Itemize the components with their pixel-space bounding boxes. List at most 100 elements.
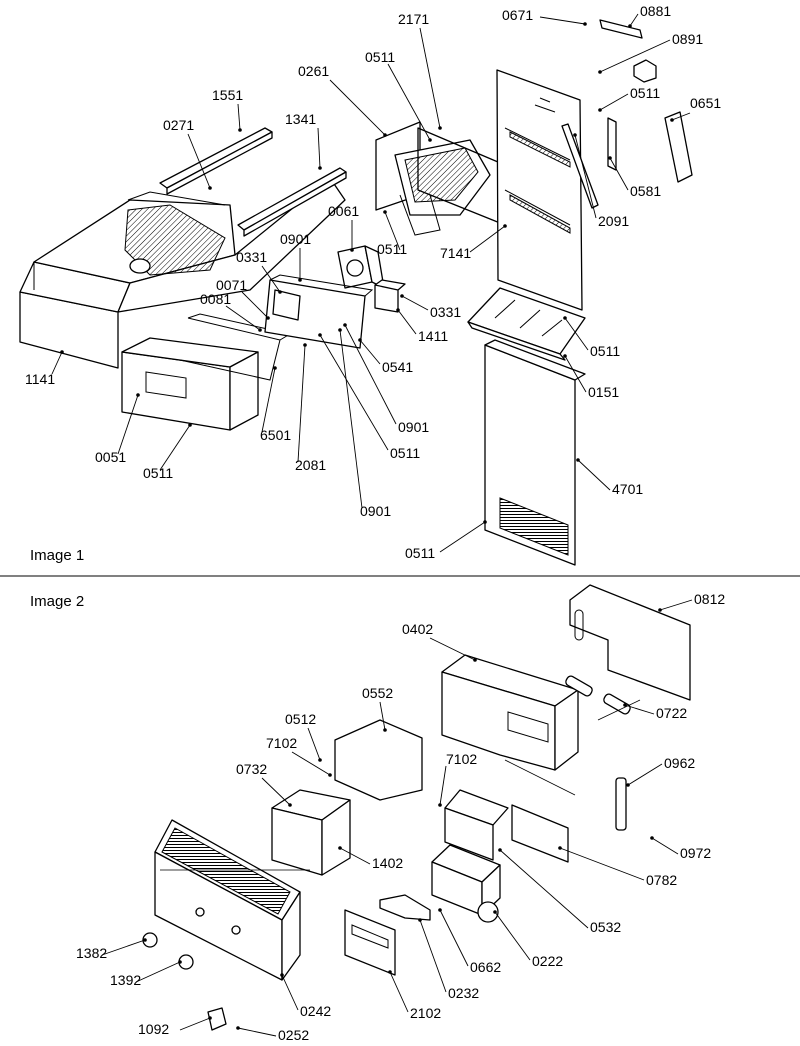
img2-leader-9 bbox=[339, 847, 371, 865]
img2-leader-10 bbox=[559, 847, 645, 881]
img2-leader-2 bbox=[624, 704, 655, 715]
img2-callout-0242: 0242 bbox=[300, 1003, 331, 1019]
img2-leader-dot-4 bbox=[318, 758, 322, 762]
block-0891 bbox=[633, 59, 657, 83]
cover-0051 bbox=[121, 337, 259, 431]
img1-callout-0511: 0511 bbox=[143, 465, 173, 481]
img1-leader-24 bbox=[359, 339, 381, 365]
img1-callout-0271: 0271 bbox=[163, 117, 194, 133]
img2-callout-0732: 0732 bbox=[236, 761, 267, 777]
img2-callout-0532: 0532 bbox=[590, 919, 621, 935]
img1-callout-0051: 0051 bbox=[95, 449, 126, 465]
img1-callout-1411: 1411 bbox=[418, 328, 448, 344]
img2-leader-dot-14 bbox=[493, 910, 497, 914]
img2-leader-3 bbox=[379, 701, 386, 731]
img1-leader-20 bbox=[401, 295, 429, 311]
image-2-title: Image 2 bbox=[30, 593, 84, 610]
img1-callout-0671: 0671 bbox=[502, 7, 533, 23]
img1-leader-11 bbox=[609, 157, 629, 191]
img1-leader-0 bbox=[539, 16, 586, 25]
img1-leader-15 bbox=[261, 265, 281, 293]
img1-callout-0511: 0511 bbox=[405, 545, 435, 561]
img2-callout-0512: 0512 bbox=[285, 711, 316, 727]
img2-callout-1382: 1382 bbox=[76, 945, 107, 961]
img1-callout-1141: 1141 bbox=[25, 371, 55, 387]
img1-leader-22 bbox=[564, 317, 589, 351]
img1-leader-6 bbox=[237, 103, 241, 131]
img1-callout-0511: 0511 bbox=[377, 241, 407, 257]
img1-callout-0261: 0261 bbox=[298, 63, 329, 79]
img1-leader-dot-19 bbox=[503, 224, 507, 228]
img1-callout-0151: 0151 bbox=[588, 384, 619, 400]
img1-callout-1341: 1341 bbox=[285, 111, 316, 127]
img1-leader-dot-0 bbox=[583, 22, 587, 26]
ice-bin-1141 bbox=[19, 177, 346, 369]
img1-callout-0061: 0061 bbox=[328, 203, 359, 219]
img1-leader-dot-17 bbox=[258, 328, 262, 332]
img1-leader-9 bbox=[599, 93, 629, 111]
img2-callout-0782: 0782 bbox=[646, 872, 677, 888]
img2-callout-0232: 0232 bbox=[448, 985, 479, 1001]
img2-leader-dot-20 bbox=[208, 1016, 212, 1020]
img2-callout-0252: 0252 bbox=[278, 1027, 309, 1043]
img2-leader-17 bbox=[419, 919, 447, 993]
img2-leader-dot-13 bbox=[143, 938, 147, 942]
knob-1382 bbox=[142, 932, 158, 948]
img1-callout-0511: 0511 bbox=[590, 343, 620, 359]
img1-leader-23 bbox=[51, 351, 63, 375]
img2-callout-1392: 1392 bbox=[110, 972, 141, 988]
box-0732 bbox=[271, 789, 351, 876]
img2-leader-dot-21 bbox=[236, 1026, 240, 1030]
ice-maker-0261 bbox=[375, 121, 491, 236]
img2-leader-dot-2 bbox=[623, 703, 627, 707]
img1-leader-1 bbox=[629, 13, 639, 27]
img1-leader-dot-3 bbox=[598, 70, 602, 74]
img1-leader-dot-34 bbox=[483, 520, 487, 524]
img2-leader-5 bbox=[291, 751, 331, 776]
img2-leader-18 bbox=[281, 974, 299, 1011]
img1-leader-dot-12 bbox=[573, 133, 577, 137]
img1-callout-0901: 0901 bbox=[360, 503, 391, 519]
img1-callout-0901: 0901 bbox=[398, 419, 429, 435]
img2-leader-8 bbox=[627, 763, 663, 786]
img1-leader-dot-28 bbox=[318, 333, 322, 337]
img2-leader-14 bbox=[494, 911, 531, 961]
img2-leader-dot-15 bbox=[438, 908, 442, 912]
img1-leader-7 bbox=[317, 127, 321, 169]
img1-leader-dot-22 bbox=[563, 316, 567, 320]
img1-callout-0881: 0881 bbox=[640, 3, 671, 19]
img2-callout-7102: 7102 bbox=[446, 751, 477, 767]
img1-leader-dot-16 bbox=[266, 316, 270, 320]
img2-leader-dot-8 bbox=[626, 783, 630, 787]
img2-leader-dot-11 bbox=[650, 836, 654, 840]
img2-leader-15 bbox=[439, 909, 469, 967]
img2-leader-7 bbox=[261, 777, 291, 806]
img2-leader-21 bbox=[237, 1027, 277, 1037]
img1-callout-0891: 0891 bbox=[672, 31, 703, 47]
handle-0881 bbox=[599, 19, 643, 39]
wire-frame-6501 bbox=[179, 313, 292, 381]
img2-leader-dot-16 bbox=[178, 960, 182, 964]
img1-leader-dot-10 bbox=[670, 118, 674, 122]
img2-leader-dot-6 bbox=[438, 803, 442, 807]
img1-leader-dot-26 bbox=[343, 323, 347, 327]
img1-callout-6501: 6501 bbox=[260, 427, 291, 443]
image-2-parts bbox=[142, 584, 691, 1031]
img1-leader-32 bbox=[297, 344, 306, 463]
img1-callout-7141: 7141 bbox=[440, 245, 471, 261]
block-1411 bbox=[374, 279, 406, 313]
clip-1092 bbox=[207, 1007, 227, 1031]
img1-leader-dot-29 bbox=[576, 458, 580, 462]
img1-leader-dot-24 bbox=[358, 338, 362, 342]
img2-callout-0222: 0222 bbox=[532, 953, 563, 969]
frame-0782 bbox=[511, 804, 569, 863]
img2-leader-dot-7 bbox=[288, 803, 292, 807]
pin-0962 bbox=[615, 777, 627, 831]
img1-callout-0071: 0071 bbox=[216, 277, 247, 293]
img2-callout-0402: 0402 bbox=[402, 621, 433, 637]
img1-leader-dot-4 bbox=[428, 138, 432, 142]
img1-callout-0081: 0081 bbox=[200, 291, 231, 307]
img1-leader-33 bbox=[339, 329, 363, 509]
